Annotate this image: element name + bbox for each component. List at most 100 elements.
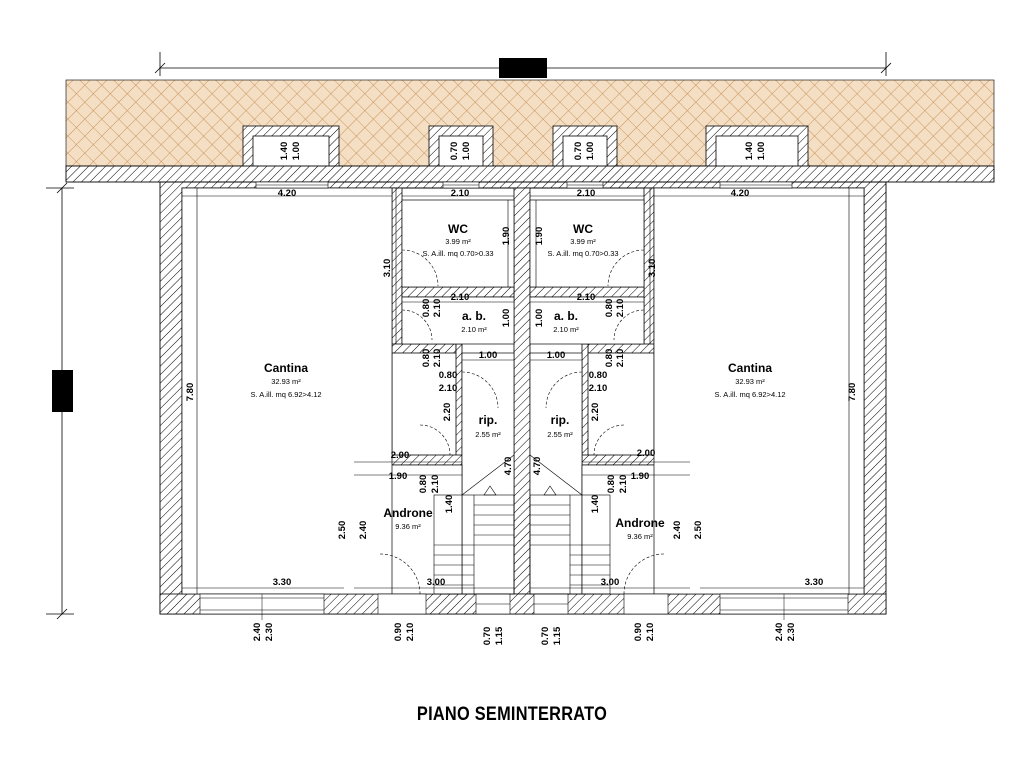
wc-left-area: 3.99 m²	[445, 237, 471, 246]
wc-right-area: 3.99 m²	[570, 237, 596, 246]
dim-cantina-right-height: 7.80	[847, 383, 858, 402]
dim-wc-left-190: 1.90	[501, 227, 512, 246]
wc-left-light: S. A.ill. mq 0.70>0.33	[422, 249, 493, 258]
ground-hatch	[65, 79, 995, 167]
dim-androne-left-210: 2.10	[430, 475, 441, 494]
wc-right-light: S. A.ill. mq 0.70>0.33	[547, 249, 618, 258]
dim-rip-right-210-h: 2.10	[589, 383, 608, 394]
dim-rip-left-210-h: 2.10	[439, 383, 458, 394]
dim-right-250: 2.50	[693, 521, 704, 540]
dim-bwin4-115: 1.15	[552, 626, 563, 645]
dim-rip-left-080-h: 0.80	[439, 370, 458, 381]
vertical-dimension-texts: 7.80 7.80 3.10 3.10 1.90 1.90 1.00 1.00 …	[185, 227, 858, 540]
dim-bwin3-115: 1.15	[494, 626, 505, 645]
dim-cantina-right-bottom: 3.30	[805, 577, 824, 588]
dimension-lines	[182, 188, 864, 594]
dim-ab-right-080: 0.80	[604, 299, 615, 318]
dim-left-310: 3.10	[382, 259, 393, 278]
dim-bwin2-210: 2.10	[405, 623, 416, 642]
dim-androne-right-bottom: 3.00	[601, 577, 620, 588]
wc-left-label: WC	[448, 222, 468, 236]
dim-rip-right-080-h: 0.80	[589, 370, 608, 381]
rip-left-area: 2.55 m²	[475, 430, 501, 439]
dim-win1-140: 1.40	[279, 142, 290, 161]
dim-androne-right-210: 2.10	[618, 475, 629, 494]
dim-cantina-left-width: 4.20	[278, 188, 297, 199]
androne-right-area: 9.36 m²	[627, 532, 653, 541]
dim-wc-right-190: 1.90	[534, 227, 545, 246]
cantina-right-label: Cantina	[728, 361, 772, 375]
dim-ab-right-100: 1.00	[534, 309, 545, 328]
dim-right-470: 4.70	[532, 457, 543, 476]
cantina-left-label: Cantina	[264, 361, 308, 375]
dim-left-140: 1.40	[444, 495, 455, 514]
cantina-left-light: S. A.ill. mq 6.92>4.12	[250, 390, 321, 399]
ab-right-area: 2.10 m²	[553, 325, 579, 334]
dim-bwin4-070: 0.70	[540, 627, 551, 646]
wc-right-label: WC	[573, 222, 593, 236]
dim-cantina-door-left-210: 2.10	[432, 349, 443, 368]
dim-cantina-door-left-080: 0.80	[421, 349, 432, 368]
dim-androne-right-190: 1.90	[631, 471, 650, 482]
androne-left-label: Androne	[383, 506, 433, 520]
cantina-right-area: 32.93 m²	[735, 377, 765, 386]
dim-left-220: 2.20	[442, 403, 453, 422]
dim-ab-left-width: 2.10	[451, 292, 470, 303]
cantina-left-area: 32.93 m²	[271, 377, 301, 386]
stairs	[433, 454, 611, 595]
rip-right-area: 2.55 m²	[547, 430, 573, 439]
dim-win2-100: 1.00	[461, 142, 472, 161]
dim-wc-right-width: 2.10	[577, 188, 596, 199]
androne-left-area: 9.36 m²	[395, 522, 421, 531]
dim-rip-left-width: 1.00	[479, 350, 498, 361]
dim-win4-140: 1.40	[744, 142, 755, 161]
dim-bwin3-070: 0.70	[482, 627, 493, 646]
doors	[379, 249, 665, 595]
dim-win3-100: 1.00	[585, 142, 596, 161]
dim-win1-100: 1.00	[291, 142, 302, 161]
dim-androne-left-190: 1.90	[389, 471, 408, 482]
dim-ab-left-080: 0.80	[421, 299, 432, 318]
central-walls	[159, 187, 887, 615]
dim-right-310: 3.10	[647, 259, 658, 278]
dim-bwin5-210: 2.10	[645, 623, 656, 642]
dim-androne-right-080: 0.80	[606, 475, 617, 494]
dim-ab-right-210: 2.10	[615, 299, 626, 318]
dim-bwin5-090: 0.90	[633, 623, 644, 642]
rip-right-label: rip.	[551, 413, 570, 427]
rip-left-label: rip.	[479, 413, 498, 427]
window-dimension-texts-bottom: 2.40 2.30 0.90 2.10 0.70 1.15 0.70 1.15 …	[252, 594, 797, 645]
dim-androne-left-200: 2.00	[391, 450, 410, 461]
cantina-right-light: S. A.ill. mq 6.92>4.12	[714, 390, 785, 399]
dim-bwin6-240: 2.40	[774, 623, 785, 642]
window-dimension-texts-top: 1.40 1.00 0.70 1.00 0.70 1.00 1.40 1.00	[279, 142, 767, 161]
dim-right-240: 2.40	[672, 521, 683, 540]
dim-right-220: 2.20	[590, 403, 601, 422]
dim-win4-100: 1.00	[756, 142, 767, 161]
dim-cantina-door-right-080: 0.80	[604, 349, 615, 368]
plan-title: PIANO SEMINTERRATO	[416, 704, 608, 725]
dim-left-240: 2.40	[358, 521, 369, 540]
dim-bwin6-230: 2.30	[786, 623, 797, 642]
dim-cantina-door-right-210: 2.10	[615, 349, 626, 368]
dim-ab-right-width: 2.10	[577, 292, 596, 303]
dim-left-470: 4.70	[503, 457, 514, 476]
dim-bwin1-230: 2.30	[264, 623, 275, 642]
top-dimension-tag	[499, 58, 547, 78]
ab-left-area: 2.10 m²	[461, 325, 487, 334]
dim-cantina-left-bottom: 3.30	[273, 577, 292, 588]
dim-win2-070: 0.70	[449, 142, 460, 161]
dim-left-250: 2.50	[337, 521, 348, 540]
dim-bwin1-240: 2.40	[252, 623, 263, 642]
dim-androne-right-200: 2.00	[637, 448, 656, 459]
androne-right-label: Androne	[615, 516, 665, 530]
dim-wc-left-width: 2.10	[451, 188, 470, 199]
dim-androne-left-080: 0.80	[418, 475, 429, 494]
dim-androne-left-bottom: 3.00	[427, 577, 446, 588]
dim-win3-070: 0.70	[573, 142, 584, 161]
ab-left-label: a. b.	[462, 309, 486, 323]
dim-right-140: 1.40	[590, 495, 601, 514]
dim-rip-right-width: 1.00	[547, 350, 566, 361]
dim-ab-left-100: 1.00	[501, 309, 512, 328]
